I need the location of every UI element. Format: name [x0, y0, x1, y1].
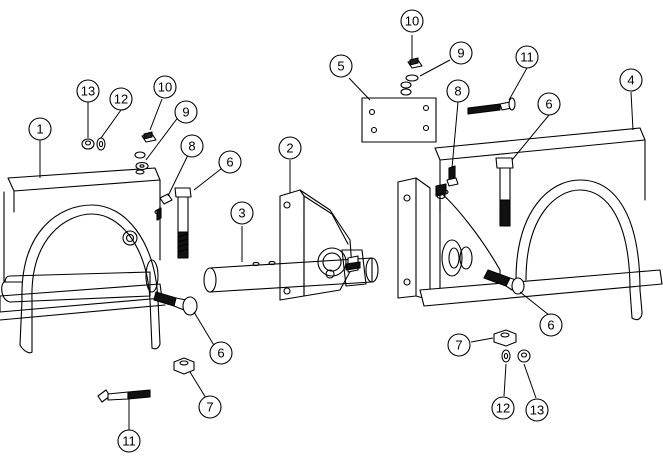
leader-lines: [39, 35, 634, 430]
callout-1: 1: [28, 117, 52, 141]
right-locknut-10: [407, 57, 423, 69]
svg-text:7: 7: [206, 400, 213, 415]
callout-3: 3: [230, 201, 254, 225]
callout-7-right: 7: [447, 333, 471, 357]
callout-13-right: 13: [525, 398, 549, 422]
right-bolt-6-horizontal: [483, 269, 525, 295]
right-bolt-11: [467, 97, 516, 115]
left-bolt-6-horizontal: [153, 291, 198, 316]
left-locknut-10: [141, 131, 157, 143]
callout-6-left-top: 6: [218, 150, 242, 174]
svg-text:6: 6: [545, 97, 552, 112]
svg-text:12: 12: [496, 401, 510, 416]
svg-text:3: 3: [238, 206, 245, 221]
left-bracket-assembly: [0, 167, 166, 354]
right-bolt-6-vertical: [495, 157, 514, 227]
svg-text:7: 7: [455, 338, 462, 353]
left-washer-9: [134, 151, 149, 171]
callout-9-left: 9: [174, 100, 198, 124]
svg-text:10: 10: [158, 80, 172, 95]
svg-text:13: 13: [530, 403, 544, 418]
svg-text:13: 13: [81, 84, 95, 99]
right-washer-9: [400, 74, 419, 96]
svg-text:2: 2: [286, 141, 293, 156]
svg-text:8: 8: [188, 139, 195, 154]
callout-12-left: 12: [109, 87, 133, 111]
left-nut-13: [81, 138, 95, 150]
right-washer-12: [501, 349, 511, 363]
plate-5: [361, 97, 437, 143]
bearing-2: [279, 189, 367, 301]
callout-9-right: 9: [449, 41, 473, 65]
callout-8-left: 8: [180, 134, 204, 158]
left-nut-7: [173, 357, 195, 375]
svg-text:12: 12: [114, 92, 128, 107]
svg-text:9: 9: [457, 46, 464, 61]
callout-12-right: 12: [491, 396, 515, 420]
svg-text:6: 6: [217, 346, 224, 361]
shaft-3: [203, 257, 379, 293]
svg-text:6: 6: [547, 318, 554, 333]
callout-2: 2: [278, 136, 302, 160]
svg-text:4: 4: [627, 73, 634, 88]
svg-text:5: 5: [337, 59, 344, 74]
callout-11-left: 11: [117, 429, 141, 453]
svg-text:10: 10: [405, 14, 419, 29]
callout-10-left: 10: [153, 75, 177, 99]
left-bolt-6-vertical: [174, 187, 192, 259]
left-washer-12: [96, 137, 106, 151]
right-nut-13: [517, 349, 531, 363]
callout-6-right-top: 6: [537, 92, 561, 116]
svg-text:6: 6: [226, 155, 233, 170]
right-nut-7: [493, 329, 517, 347]
callout-4: 4: [619, 68, 643, 92]
callout-10-right: 10: [400, 9, 424, 33]
callout-8-right: 8: [446, 79, 470, 103]
callout-6-left-bottom: 6: [209, 341, 233, 365]
right-bolt-8: [435, 165, 459, 200]
right-bracket-assembly: [397, 127, 663, 321]
callout-7-left: 7: [198, 395, 222, 419]
callout-13-left: 13: [76, 79, 100, 103]
callout-6-right-bottom: 6: [539, 313, 563, 337]
svg-text:8: 8: [454, 84, 461, 99]
left-bolt-11: [97, 389, 151, 403]
left-bolt-8: [156, 193, 173, 221]
svg-text:11: 11: [122, 434, 136, 449]
svg-text:9: 9: [182, 105, 189, 120]
callout-5: 5: [329, 54, 353, 78]
svg-text:1: 1: [36, 122, 43, 137]
callout-11-right: 11: [515, 45, 539, 69]
svg-text:11: 11: [520, 50, 534, 65]
